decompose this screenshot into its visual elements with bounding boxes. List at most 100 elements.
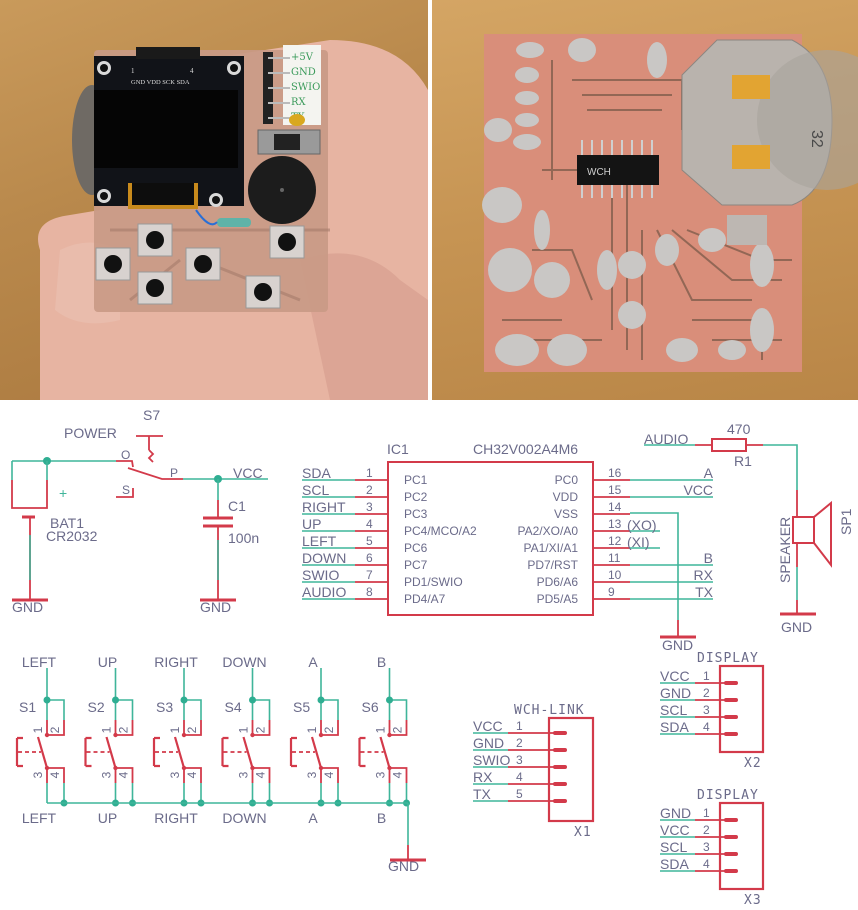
display-x2-title: DISPLAY bbox=[697, 651, 759, 666]
connector-pin-num: 2 bbox=[703, 686, 710, 700]
connector-net: SDA bbox=[660, 719, 689, 735]
ic-right-pin-name: PA1/XI/A1 bbox=[524, 541, 579, 555]
button-net-top: A bbox=[308, 654, 318, 670]
button-net-top: B bbox=[377, 654, 386, 670]
connector-pin-num: 4 bbox=[703, 857, 710, 871]
button-net-bottom: B bbox=[377, 810, 386, 826]
vcc-label: VCC bbox=[233, 465, 263, 481]
button-pin-num: 2 bbox=[254, 726, 268, 733]
gnd-speaker: GND bbox=[781, 619, 812, 635]
schematic: POWER S7 O S P + BAT1 CR2032 GND VCC C1 … bbox=[11, 407, 854, 908]
ic-left-pin-num: 6 bbox=[366, 551, 373, 565]
gnd-buttons: GND bbox=[388, 858, 419, 874]
ic-left-pin-name: PC1 bbox=[404, 473, 428, 487]
button-net-top: LEFT bbox=[22, 654, 57, 670]
ic-right-pin-num: 16 bbox=[608, 466, 622, 480]
gnd-cap: GND bbox=[200, 599, 231, 615]
switch-actuator bbox=[136, 435, 163, 463]
power-switch-name: POWER bbox=[64, 425, 117, 441]
switch-pin-p: P bbox=[170, 466, 178, 480]
ic-left-net: SWIO bbox=[302, 567, 339, 583]
ic-left-pin-num: 1 bbox=[366, 466, 373, 480]
ic-left-pin-num: 4 bbox=[366, 517, 373, 531]
button-pin-num: 3 bbox=[100, 771, 114, 778]
button-pin-num: 4 bbox=[48, 771, 62, 778]
connector-net: VCC bbox=[660, 668, 690, 684]
button-ref: S4 bbox=[225, 699, 242, 715]
connector-net: SDA bbox=[660, 856, 689, 872]
button-pin-num: 2 bbox=[48, 726, 62, 733]
connector-net: VCC bbox=[660, 822, 690, 838]
connector-net: GND bbox=[660, 805, 691, 821]
ic-left-net: RIGHT bbox=[302, 499, 346, 515]
ic-right-pin-num: 10 bbox=[608, 568, 622, 582]
ic-right-pin-num: 14 bbox=[608, 500, 622, 514]
button-net-top: RIGHT bbox=[154, 654, 198, 670]
button-pin-num: 4 bbox=[254, 771, 268, 778]
ic-left-net: AUDIO bbox=[302, 584, 346, 600]
ic-left-pin-name: PC3 bbox=[404, 507, 428, 521]
oled-pin-last: 4 bbox=[190, 67, 194, 75]
resistor bbox=[217, 218, 251, 227]
connector-net: SWIO bbox=[473, 752, 510, 768]
ic-right-pin-name: PD7/RST bbox=[527, 558, 578, 572]
connector-net: SCL bbox=[660, 839, 687, 855]
ic-body bbox=[387, 461, 594, 616]
switch-pin-s: S bbox=[122, 483, 130, 497]
cap-value: 100n bbox=[228, 530, 259, 546]
connector-pin-num: 2 bbox=[516, 736, 523, 750]
button-net-bottom: A bbox=[308, 810, 318, 826]
button-ref: S2 bbox=[88, 699, 105, 715]
connector-net: SCL bbox=[660, 702, 687, 718]
button-ref: S5 bbox=[293, 699, 310, 715]
gnd-ic: GND bbox=[662, 637, 693, 653]
ic-right-pin-num: 9 bbox=[608, 585, 615, 599]
ic-left-net: UP bbox=[302, 516, 321, 532]
ic-part: CH32V002A4M6 bbox=[473, 441, 578, 457]
connector-pin-num: 1 bbox=[703, 669, 710, 683]
speaker-section: AUDIO 470 R1 SPEAKER SP1 GND bbox=[644, 421, 854, 635]
connector-pin-num: 3 bbox=[703, 703, 710, 717]
button-pin-num: 1 bbox=[31, 726, 45, 733]
battery-value: CR2032 bbox=[46, 528, 98, 544]
ic-right-pin-name: PA2/XO/A0 bbox=[518, 524, 579, 538]
ic-left-net: LEFT bbox=[302, 533, 337, 549]
ic-left-pin-name: PC2 bbox=[404, 490, 428, 504]
battery-marking: 32 bbox=[808, 130, 825, 148]
connector-pin-num: 5 bbox=[516, 787, 523, 801]
button-pin-num: 2 bbox=[117, 726, 131, 733]
handwritten-label: RX bbox=[291, 97, 307, 108]
ic-right-net: (XO) bbox=[627, 517, 657, 533]
power-section: POWER S7 O S P + BAT1 CR2032 GND VCC C1 … bbox=[11, 407, 268, 615]
oled-header-labels: GND VDD SCK SDA bbox=[131, 79, 190, 86]
wch-link-ref: X1 bbox=[574, 825, 592, 840]
ic-right-net: RX bbox=[694, 567, 714, 583]
button-net-bottom: DOWN bbox=[222, 810, 266, 826]
button-pin-num: 1 bbox=[100, 726, 114, 733]
connector-net: GND bbox=[473, 735, 504, 751]
wch-link-title: WCH-LINK bbox=[514, 703, 585, 718]
capacitor-symbol bbox=[203, 516, 233, 528]
chip-marking: WCH bbox=[587, 167, 611, 178]
handwritten-label: SWIO bbox=[291, 82, 320, 93]
switch-pin-o: O bbox=[121, 448, 130, 462]
button-pin-num: 3 bbox=[237, 771, 251, 778]
button-ref: S1 bbox=[19, 699, 36, 715]
button-net-bottom: UP bbox=[98, 810, 117, 826]
button-pin-num: 1 bbox=[305, 726, 319, 733]
photo-back-board: WCH 32 bbox=[432, 0, 858, 400]
oled-pin-first: 1 bbox=[131, 67, 135, 75]
ic-left-pin-name: PD1/SWIO bbox=[404, 575, 463, 589]
battery-symbol bbox=[11, 480, 48, 509]
ic-left-pin-name: PC6 bbox=[404, 541, 428, 555]
ic-right-pin-name: PD6/A6 bbox=[537, 575, 579, 589]
button-ref: S6 bbox=[362, 699, 379, 715]
